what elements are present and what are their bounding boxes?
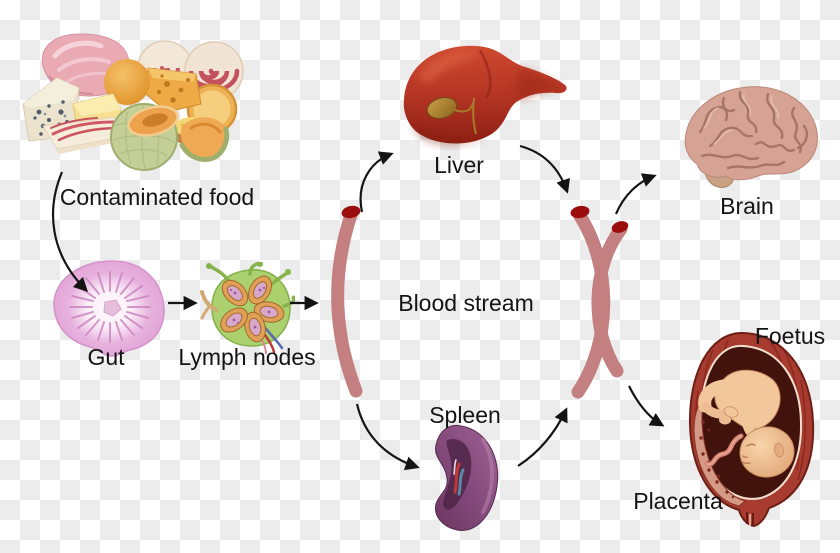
label-lymph-nodes: Lymph nodes: [178, 344, 316, 370]
gut-villi-streaks: [69, 271, 151, 343]
label-blood-stream: Blood stream: [398, 290, 534, 316]
arrow-bloodstream-to-placenta: [628, 385, 665, 427]
lymph-nodes-illustration: [200, 262, 295, 354]
spleen-illustration: [434, 424, 499, 532]
foetus-head: [739, 426, 795, 478]
contaminated-food-illustration: [22, 33, 244, 171]
cheese-ball-icon: [104, 59, 150, 105]
bacteria-clumps: [341, 205, 629, 233]
blood-vessel-left: [331, 208, 363, 398]
label-contaminated-food: Contaminated food: [59, 184, 255, 210]
bacon-slab-icon: [42, 116, 128, 154]
gallbladder: [426, 97, 458, 119]
flow-arrows: [52, 144, 665, 471]
arrow-bloodstream-to-brain: [614, 173, 657, 215]
label-gut: Gut: [87, 344, 125, 370]
liver-illustration: [403, 45, 567, 146]
foetus-figure: [698, 369, 795, 478]
label-brain: Brain: [720, 193, 774, 219]
spleen-hilum-vessels: [453, 459, 465, 496]
label-foetus: Foetus: [754, 323, 826, 349]
bacteria-clump-left: [341, 205, 361, 219]
bacteria-clump-right-inner: [611, 221, 629, 233]
label-placenta: Placenta: [633, 488, 723, 514]
arrow-spleen-to-bloodstream: [517, 407, 568, 467]
arrow-food-to-gut: [52, 171, 89, 293]
arrow-bloodstream-to-liver: [359, 151, 394, 213]
melon-icon: [110, 103, 179, 171]
arrow-liver-to-bloodstream: [519, 144, 570, 194]
melon-wedge-icon: [179, 117, 230, 162]
brain-illustration: [684, 86, 818, 188]
foetus-in-uterus-illustration: [688, 331, 815, 528]
blood-vessel-arcs: [331, 208, 628, 399]
bacteria-clump-right-outer: [570, 205, 590, 219]
blood-vessel-right-inner: [591, 222, 628, 378]
label-liver: Liver: [434, 152, 484, 178]
label-spleen: Spleen: [429, 402, 501, 428]
brain-gyri: [698, 90, 809, 170]
arrow-bloodstream-to-spleen: [355, 403, 420, 471]
